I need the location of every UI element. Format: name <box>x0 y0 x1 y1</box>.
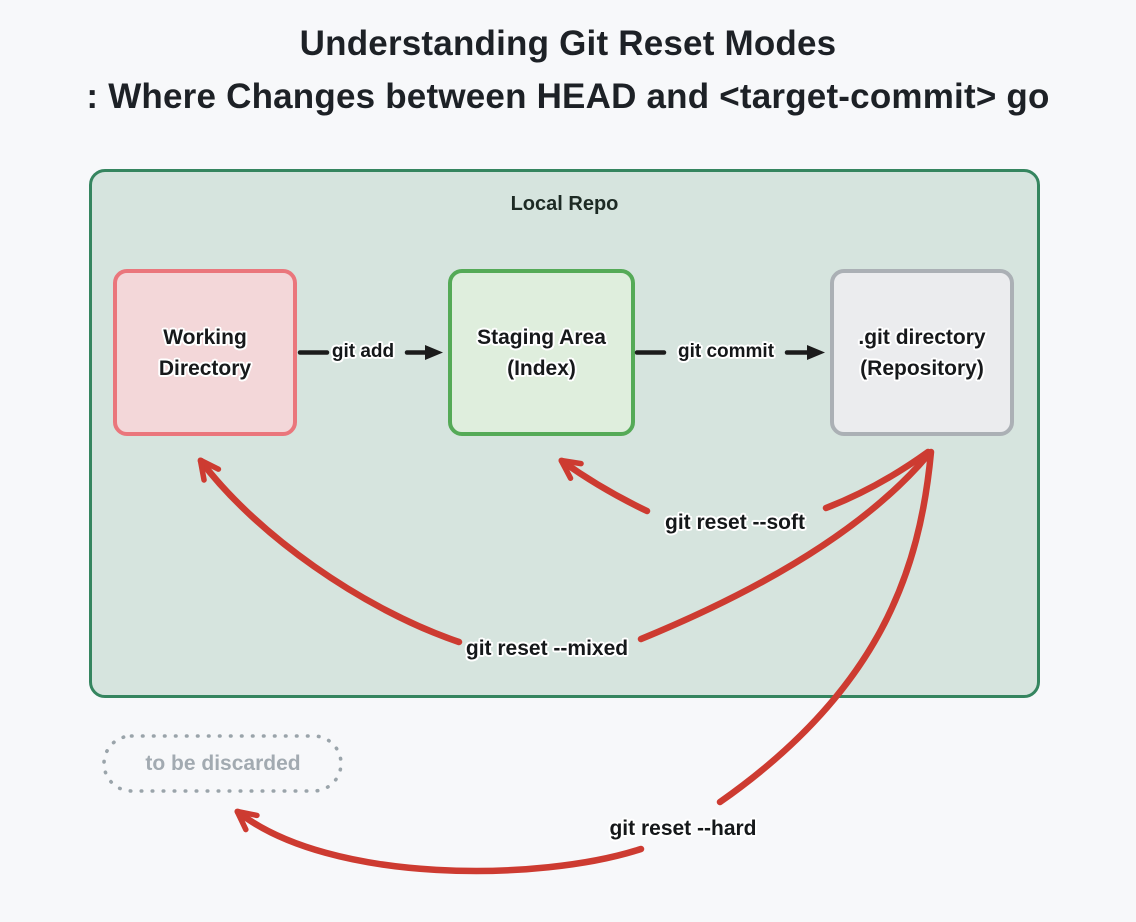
git-directory-box: .git directory (Repository) <box>830 269 1014 436</box>
working-directory-label-line1: Working <box>163 325 247 349</box>
working-directory-box: Working Directory <box>113 269 297 436</box>
git-reset-mixed-label: git reset --mixed <box>465 637 629 660</box>
git-reset-hard-label: git reset --hard <box>609 817 757 840</box>
local-repo-label: Local Repo <box>510 193 619 215</box>
git-commit-label: git commit <box>677 341 775 362</box>
git-directory-label-line2: (Repository) <box>860 356 984 380</box>
title-line-1: Understanding Git Reset Modes <box>299 24 837 63</box>
git-directory-label-line1: .git directory <box>858 325 986 349</box>
git-add-label: git add <box>331 341 395 362</box>
working-directory-label-line2: Directory <box>158 356 252 380</box>
staging-area-box: Staging Area (Index) <box>448 269 635 436</box>
git-reset-soft-label: git reset --soft <box>664 511 806 534</box>
staging-area-label-line1: Staging Area <box>477 325 606 349</box>
git-reset-hard-arrow-bottom <box>234 808 645 875</box>
staging-area-label-line2: (Index) <box>507 356 576 380</box>
discard-zone-label: to be discarded <box>145 752 301 775</box>
page-title: Understanding Git Reset Modes : Where Ch… <box>0 17 1136 123</box>
title-line-2: : Where Changes between HEAD and <target… <box>86 77 1050 116</box>
